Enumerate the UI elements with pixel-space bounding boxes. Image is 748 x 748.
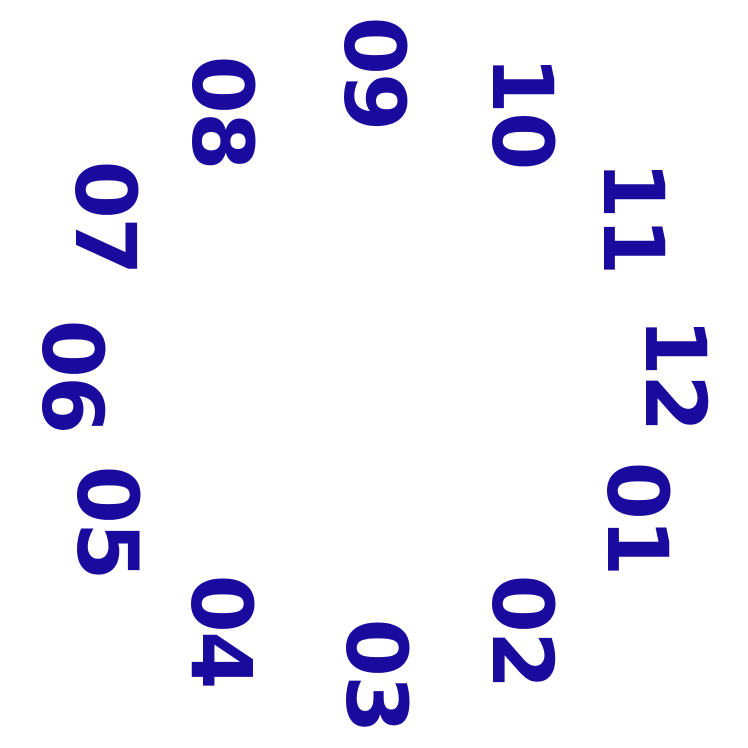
- ring-label-01: 01: [588, 461, 686, 575]
- ring-label-12: 12: [626, 317, 724, 431]
- ring-label-05: 05: [58, 465, 156, 579]
- ring-label-07: 07: [56, 160, 154, 274]
- ring-label-08: 08: [173, 55, 271, 169]
- ring-label-04: 04: [172, 574, 270, 688]
- ring-label-09: 09: [325, 16, 423, 130]
- ring-label-02: 02: [473, 574, 571, 688]
- ring-label-03: 03: [327, 618, 425, 732]
- ring-label-06: 06: [23, 319, 121, 433]
- ring-label-11: 11: [584, 160, 682, 274]
- ring-label-10: 10: [473, 55, 571, 169]
